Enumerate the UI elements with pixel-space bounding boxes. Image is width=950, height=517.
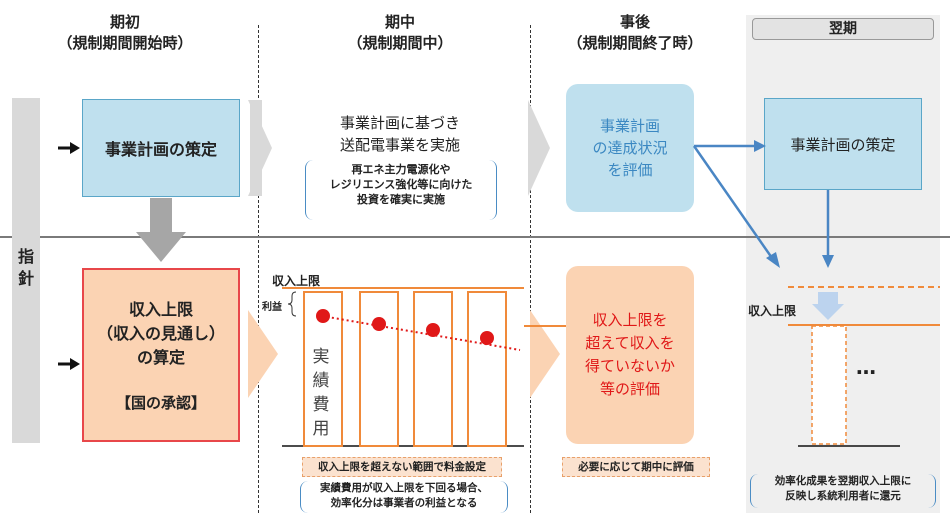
note-eval: 必要に応じて期中に評価 (562, 457, 710, 477)
eval-rev-line-3: 得ていないか (584, 357, 675, 375)
header-start-title: 期初 (109, 13, 140, 31)
cost-bar (467, 291, 507, 447)
during-bracket (305, 160, 497, 220)
profit-point (426, 323, 440, 337)
arrow-blue-icon-1 (694, 140, 766, 152)
arrow-blue-icon-3 (822, 190, 834, 268)
header-start: 期初 （規制期間開始時） (25, 12, 225, 54)
profit-point (480, 331, 494, 345)
guideline-char-2: 針 (17, 269, 34, 288)
note-next-line-1: 効率化成果を翌期収入上限に (774, 475, 912, 487)
during-text-line-1: 事業計画に基づき (339, 114, 460, 132)
chevron-top-1b (250, 100, 272, 196)
chevron-bottom-2 (530, 310, 560, 398)
eval-plan-line-1: 事業計画 (599, 117, 660, 135)
eval-plan-line-2: の達成状況 (592, 139, 668, 157)
chevron-top-2 (528, 100, 550, 196)
note-profit-line-1: 実績費用が収入上限を下回る場合、 (320, 482, 488, 494)
cost-char-1: 実 (312, 347, 330, 367)
eval-revenue-box: 収入上限を 超えて収入を 得ていないか 等の評価 (566, 266, 694, 444)
guideline-label: 指 針 (15, 246, 37, 290)
divider-1 (258, 25, 259, 513)
reduce-arrow-icon (812, 292, 844, 320)
cost-bar (359, 291, 399, 447)
cost-label: 実 績 費 用 (308, 345, 334, 441)
plan-box: 事業計画の策定 (82, 99, 240, 197)
profit-point (316, 309, 330, 323)
arrow-right-icon-top (58, 142, 80, 154)
guideline-char-1: 指 (17, 247, 34, 266)
during-text: 事業計画に基づき 送配電事業を実施 (300, 112, 500, 156)
next-plan-box: 事業計画の策定 (764, 98, 922, 190)
profit-label: 利益 (262, 302, 282, 313)
profit-points (316, 309, 494, 345)
next-period-header: 翌期 (752, 18, 934, 40)
arrow-down-icon-grey (136, 198, 186, 262)
eval-rev-line-4: 等の評価 (599, 380, 660, 398)
cost-char-2: 績 (312, 371, 330, 391)
header-after-title: 事後 (619, 13, 650, 31)
header-start-sub: （規制期間開始時） (57, 34, 193, 52)
bracket-line-1: 再エネ主力電源化や (351, 163, 451, 176)
plan-box-label: 事業計画の策定 (104, 140, 217, 159)
eval-rev-line-2: 超えて収入を (585, 334, 675, 352)
guideline-bar (12, 98, 40, 443)
arrow-right-icon-bottom (58, 358, 80, 370)
revenue-line-1: 収入上限 (128, 300, 193, 319)
efficiency-trend-line (321, 315, 521, 351)
ellipsis: … (856, 355, 876, 379)
arrow-blue-icon-2 (692, 145, 780, 268)
revenue-cap-label-next: 収入上限 (748, 304, 797, 318)
profit-brace (287, 291, 297, 317)
revenue-line-3: の算定 (136, 348, 185, 367)
divider-2 (530, 25, 531, 513)
during-bracket-text: 再エネ主力電源化や レジリエンス強化等に向けた 投資を確実に実施 (310, 162, 492, 207)
header-after: 事後 （規制期間終了時） (535, 12, 735, 54)
header-during-sub: （規制期間中） (347, 34, 453, 52)
row-separator (0, 236, 950, 238)
cost-bars (303, 291, 507, 447)
next-bar (811, 325, 847, 445)
revenue-cap-box: 収入上限 （収入の見通し） の算定 【国の承認】 (82, 268, 240, 442)
header-after-sub: （規制期間終了時） (567, 34, 703, 52)
eval-plan-line-3: を評価 (607, 161, 653, 179)
eval-rev-line-1: 収入上限を (592, 311, 668, 329)
header-during-title: 期中 (384, 13, 415, 31)
note-profit: 実績費用が収入上限を下回る場合、 効率化分は事業者の利益となる (300, 481, 508, 513)
bracket-line-3: 投資を確実に実施 (357, 193, 445, 206)
note-next: 効率化成果を翌期収入上限に 反映し系統利用者に還元 (750, 474, 936, 508)
approval-label: 【国の承認】 (115, 394, 206, 412)
cost-bar (413, 291, 453, 447)
note-profit-line-2: 効率化分は事業者の利益となる (330, 497, 478, 509)
profit-point (372, 317, 386, 331)
note-pricing: 収入上限を超えない範囲で料金設定 (302, 457, 502, 477)
cost-char-3: 費 (312, 395, 330, 415)
next-plan-label: 事業計画の策定 (790, 135, 896, 154)
revenue-line-2: （収入の見通し） (96, 324, 225, 343)
note-next-line-2: 反映し系統利用者に還元 (785, 490, 901, 502)
during-text-line-2: 送配電事業を実施 (339, 136, 460, 154)
header-during: 期中 （規制期間中） (300, 12, 500, 54)
revenue-cap-label-chart: 収入上限 (272, 274, 321, 288)
chevron-bottom-1 (248, 310, 278, 398)
cost-char-4: 用 (312, 419, 330, 439)
eval-plan-box: 事業計画 の達成状況 を評価 (566, 84, 694, 212)
bracket-line-2: レジリエンス強化等に向けた (329, 178, 473, 191)
